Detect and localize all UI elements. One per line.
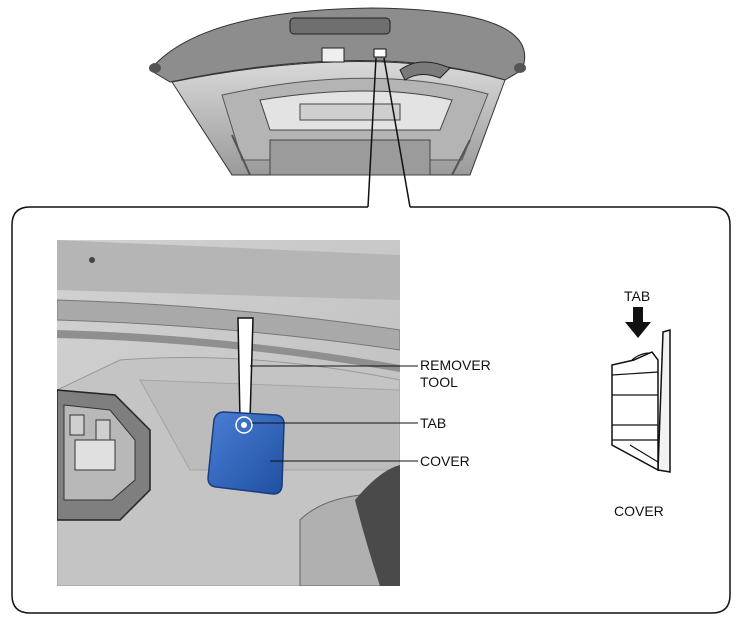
tab-side-label: TAB bbox=[624, 288, 651, 304]
remover-tool-label-line1: REMOVER bbox=[420, 357, 491, 373]
remover-tool-label-line2: TOOL bbox=[420, 374, 458, 390]
callout-frame bbox=[11, 206, 731, 614]
cover-side-view bbox=[611, 329, 671, 473]
callout-leader-left bbox=[367, 57, 377, 208]
liftgate-overview bbox=[149, 7, 526, 176]
remover-tool-label: REMOVER TOOL bbox=[420, 357, 491, 391]
cover-side-label: COVER bbox=[614, 503, 664, 519]
tab-arrow-icon bbox=[625, 307, 651, 338]
tab-detail-label: TAB bbox=[420, 415, 447, 431]
cover-detail-label: COVER bbox=[420, 453, 470, 469]
tab-mark bbox=[241, 422, 247, 428]
tab-circle bbox=[235, 416, 253, 434]
remover-tool bbox=[237, 317, 254, 428]
latch-bracket bbox=[57, 389, 151, 521]
cover bbox=[207, 411, 285, 495]
callout-leader-right bbox=[383, 57, 411, 208]
